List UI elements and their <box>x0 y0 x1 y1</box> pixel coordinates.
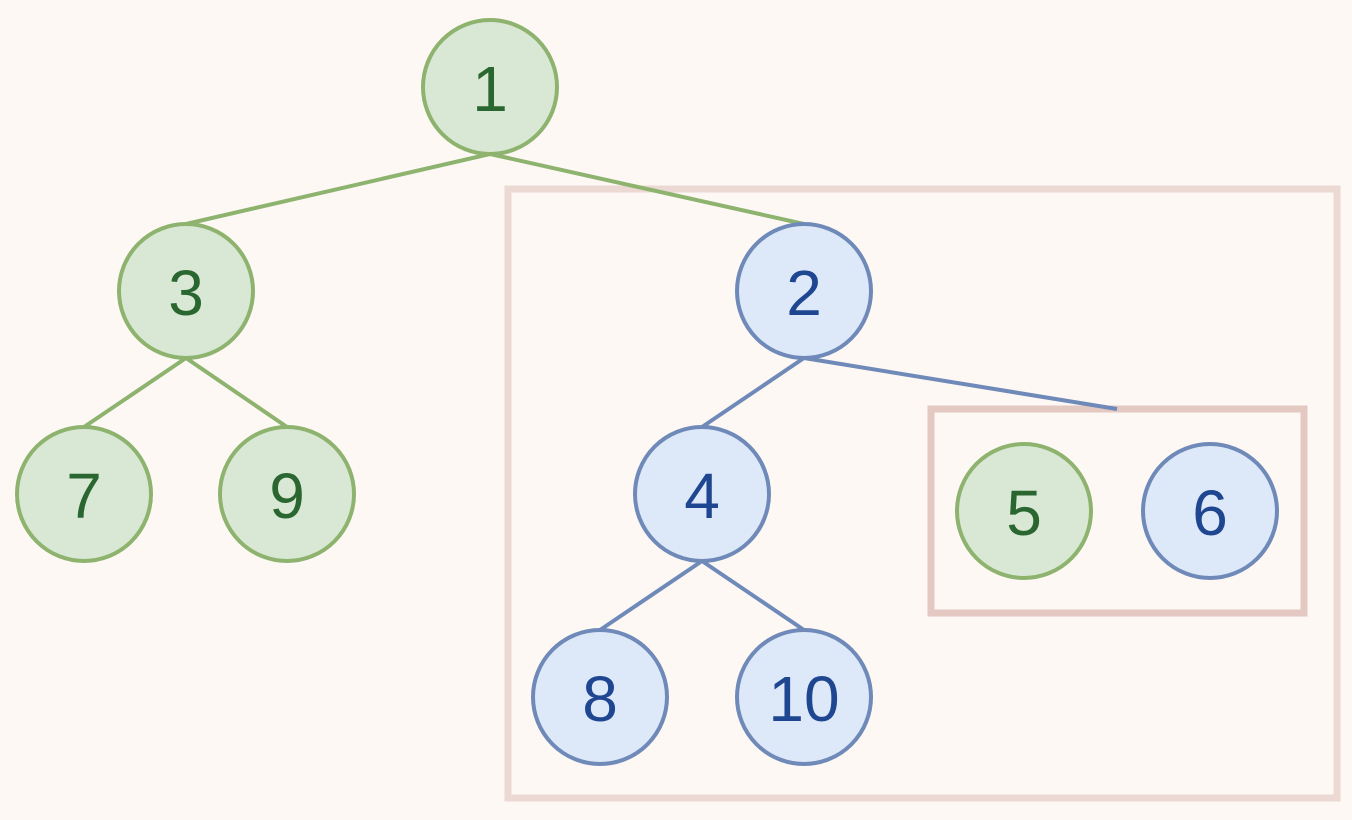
subtree-group-box <box>504 185 1341 802</box>
node-4: 4 <box>633 425 771 563</box>
node-10: 10 <box>735 628 873 766</box>
edge-n4-n10 <box>700 559 806 632</box>
node-2-circle <box>735 222 873 360</box>
node-4-label: 4 <box>684 460 720 532</box>
edge-n1-n2 <box>489 152 805 226</box>
node-8: 8 <box>531 628 669 766</box>
node-3-label: 3 <box>168 257 204 329</box>
edge-n3-n7 <box>82 356 188 429</box>
node-9: 9 <box>218 425 356 563</box>
node-7: 7 <box>15 425 153 563</box>
merged-children-box <box>927 405 1308 617</box>
edge-n2-n4 <box>700 356 806 429</box>
node-10-circle <box>735 628 873 766</box>
node-10-label: 10 <box>768 663 839 735</box>
node-2-label: 2 <box>786 257 822 329</box>
node-6-label: 6 <box>1192 477 1228 549</box>
node-5-circle <box>955 442 1093 580</box>
node-6: 6 <box>1141 442 1279 580</box>
node-5: 5 <box>955 442 1093 580</box>
node-2: 2 <box>735 222 873 360</box>
node-9-label: 9 <box>269 460 305 532</box>
node-4-circle <box>633 425 771 563</box>
node-9-circle <box>218 425 356 563</box>
node-6-circle <box>1141 442 1279 580</box>
nodes-layer: 1 3 2 7 9 4 5 6 <box>15 18 1279 766</box>
node-1: 1 <box>421 18 559 156</box>
edge-n3-n9 <box>184 356 289 429</box>
node-3: 3 <box>117 222 255 360</box>
edge-n2-group-inner <box>803 356 1118 411</box>
node-1-circle <box>421 18 559 156</box>
node-3-circle <box>117 222 255 360</box>
node-8-label: 8 <box>582 663 618 735</box>
node-7-circle <box>15 425 153 563</box>
edges-layer <box>82 152 1118 632</box>
edge-n1-n3 <box>185 152 491 226</box>
node-1-label: 1 <box>472 53 508 125</box>
edge-n4-n8 <box>598 559 704 632</box>
node-5-label: 5 <box>1006 477 1042 549</box>
node-7-label: 7 <box>66 460 102 532</box>
node-8-circle <box>531 628 669 766</box>
